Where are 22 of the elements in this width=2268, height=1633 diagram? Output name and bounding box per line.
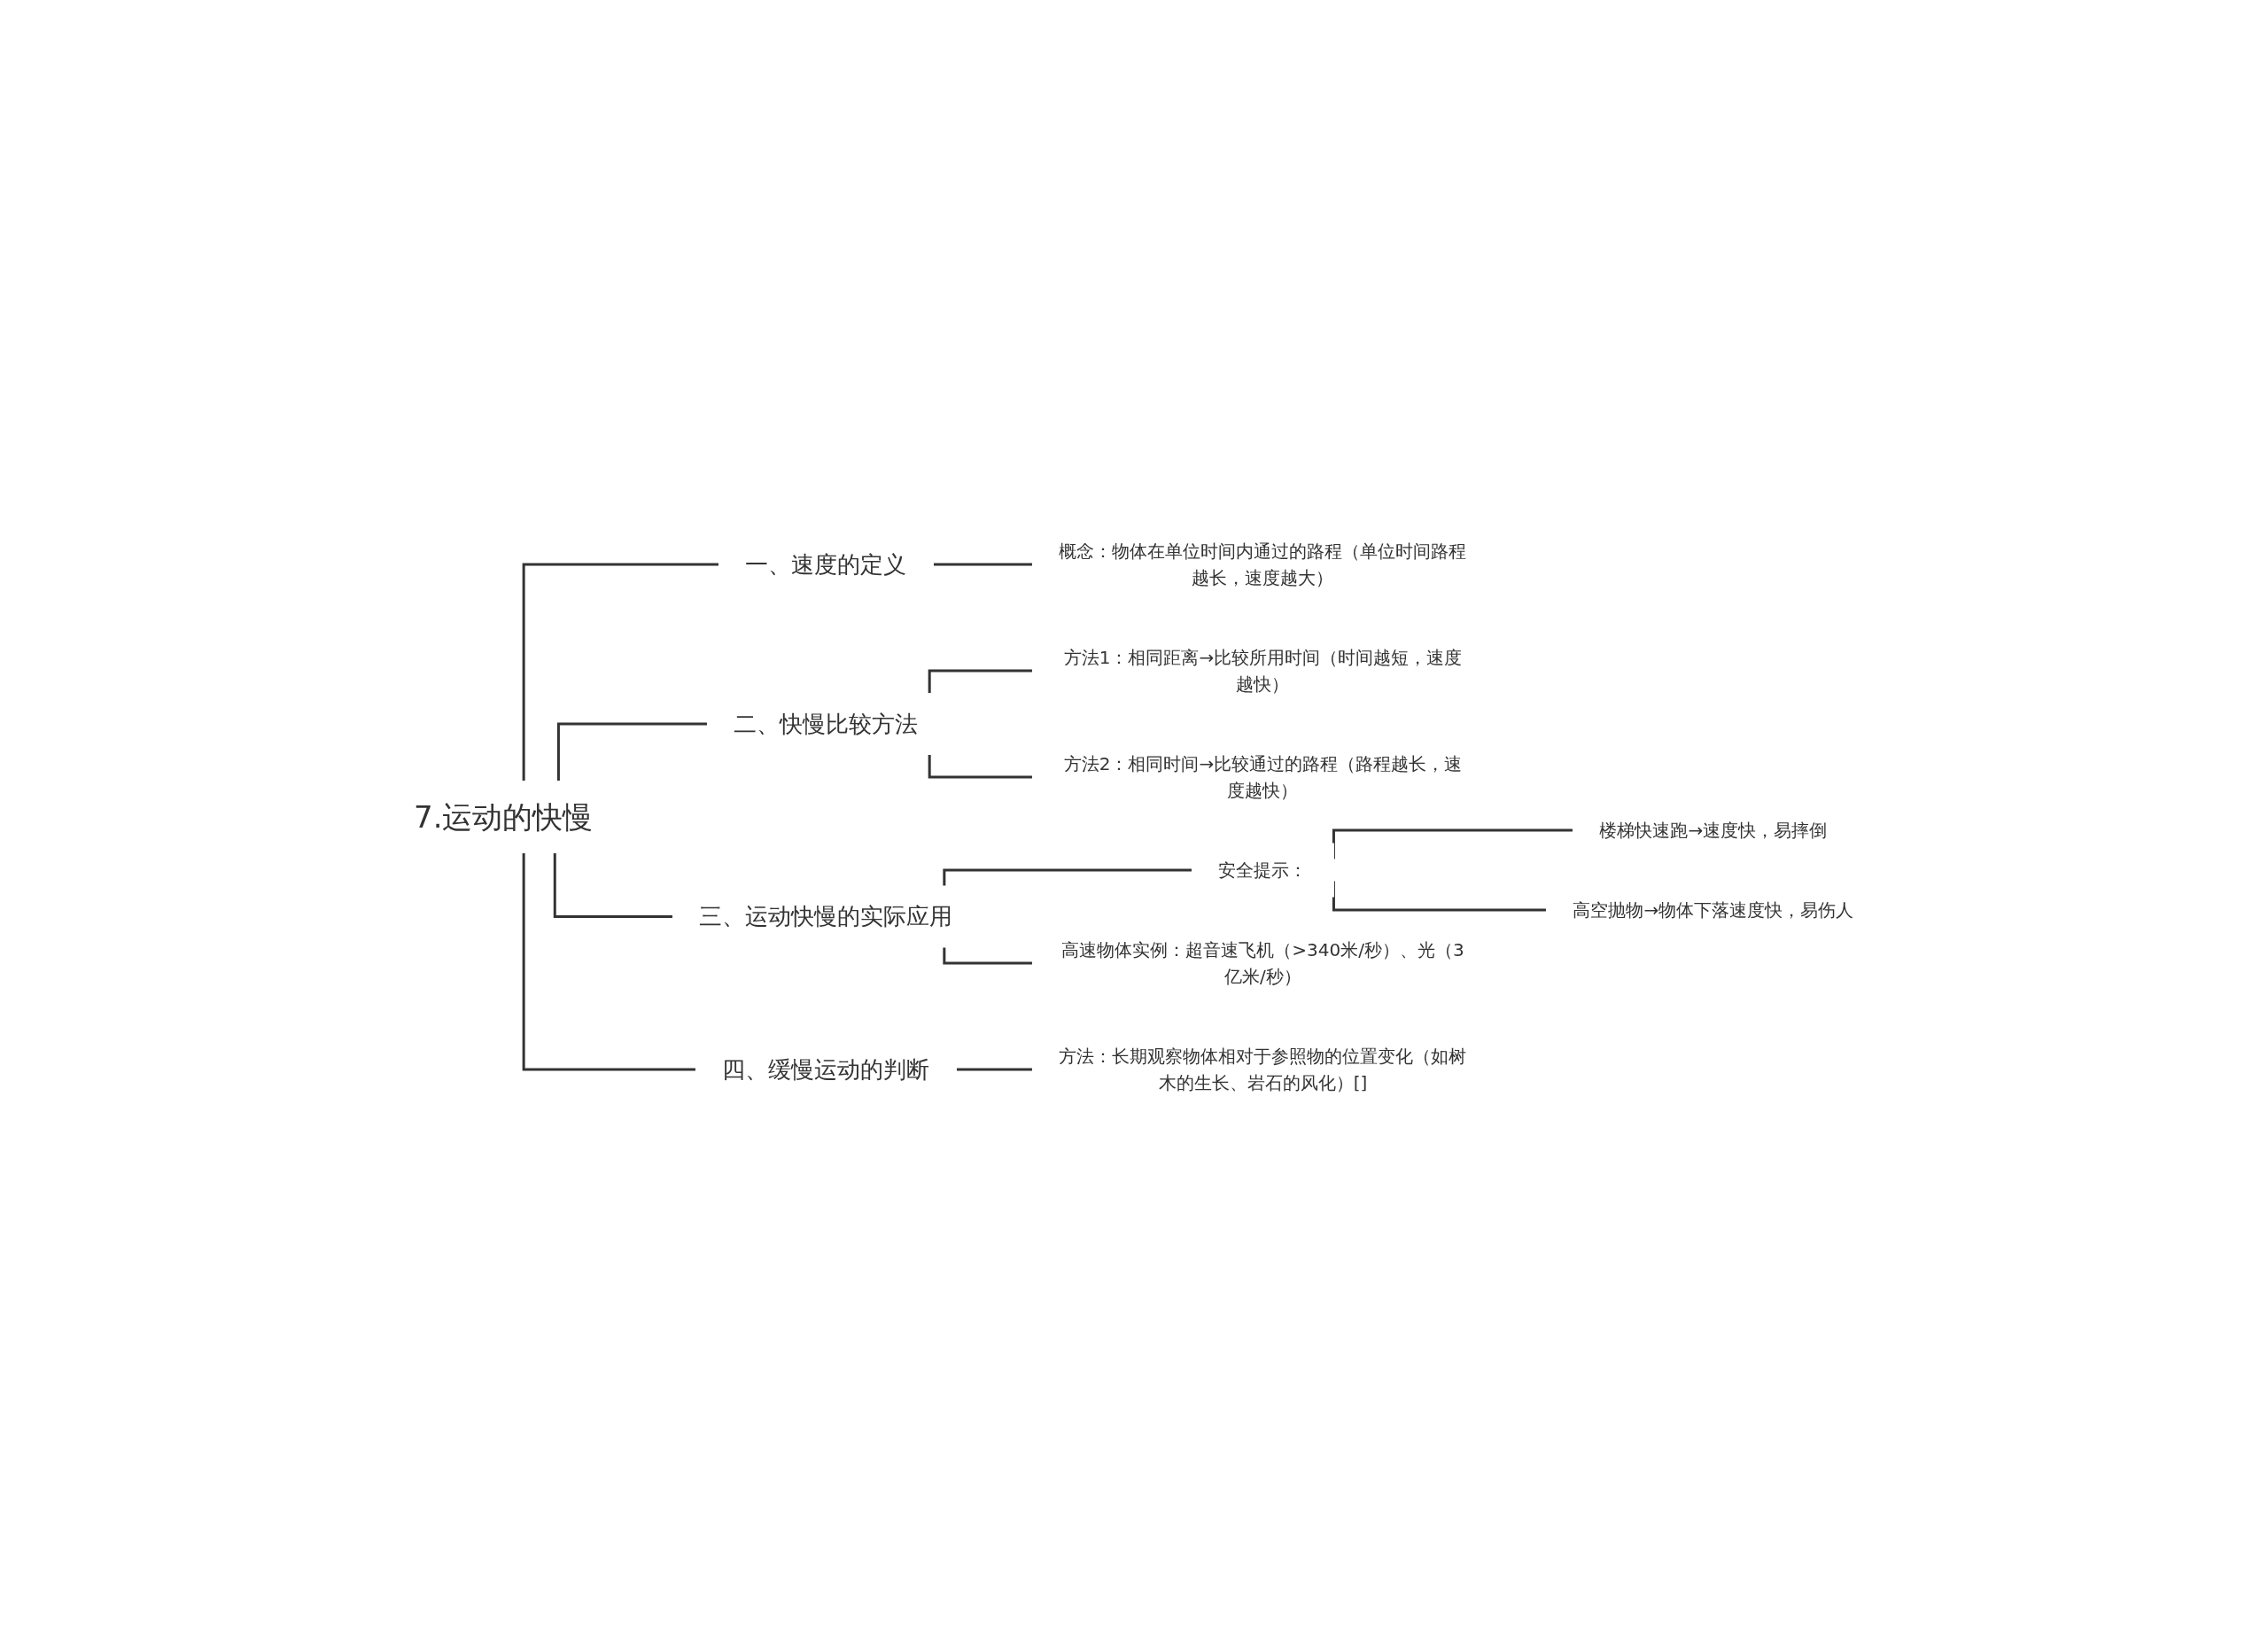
- connector: [554, 852, 673, 918]
- node-text: 方法：长期观察物体相对于参照物的位置变化（如树木的生长、岩石的风化）[]: [1059, 1045, 1467, 1093]
- connector: [955, 1068, 1033, 1070]
- node-text: 高速物体实例：超音速飞机（>340米/秒）、光（3亿米/秒）: [1061, 938, 1465, 987]
- connector: [943, 946, 1033, 964]
- node-text: 方法2：相同时间→比较通过的路程（路程越长，速度越快）: [1064, 752, 1463, 801]
- node-text: 四、缓慢运动的判断: [722, 1055, 930, 1082]
- connector: [943, 868, 1192, 886]
- node-text: 楼梯快速跑→速度快，易摔倒: [1599, 819, 1828, 841]
- connector: [557, 722, 708, 781]
- connector: [928, 669, 1033, 693]
- connector: [932, 563, 1033, 565]
- node-text: 7.运动的快慢: [414, 798, 594, 834]
- node-text: 一、速度的定义: [745, 550, 907, 577]
- node-text: 高空抛物→物体下落速度快，易伤人: [1573, 898, 1854, 921]
- node-text: 二、快慢比较方法: [734, 710, 919, 736]
- node-text: 概念：物体在单位时间内通过的路程（单位时间路程越长，速度越大）: [1059, 540, 1467, 588]
- node-text: 方法1：相同距离→比较所用时间（时间越短，速度越快）: [1064, 646, 1463, 695]
- connector: [523, 852, 696, 1070]
- connector: [523, 563, 719, 781]
- node-text: 三、运动快慢的实际应用: [699, 902, 953, 929]
- connector: [928, 754, 1033, 778]
